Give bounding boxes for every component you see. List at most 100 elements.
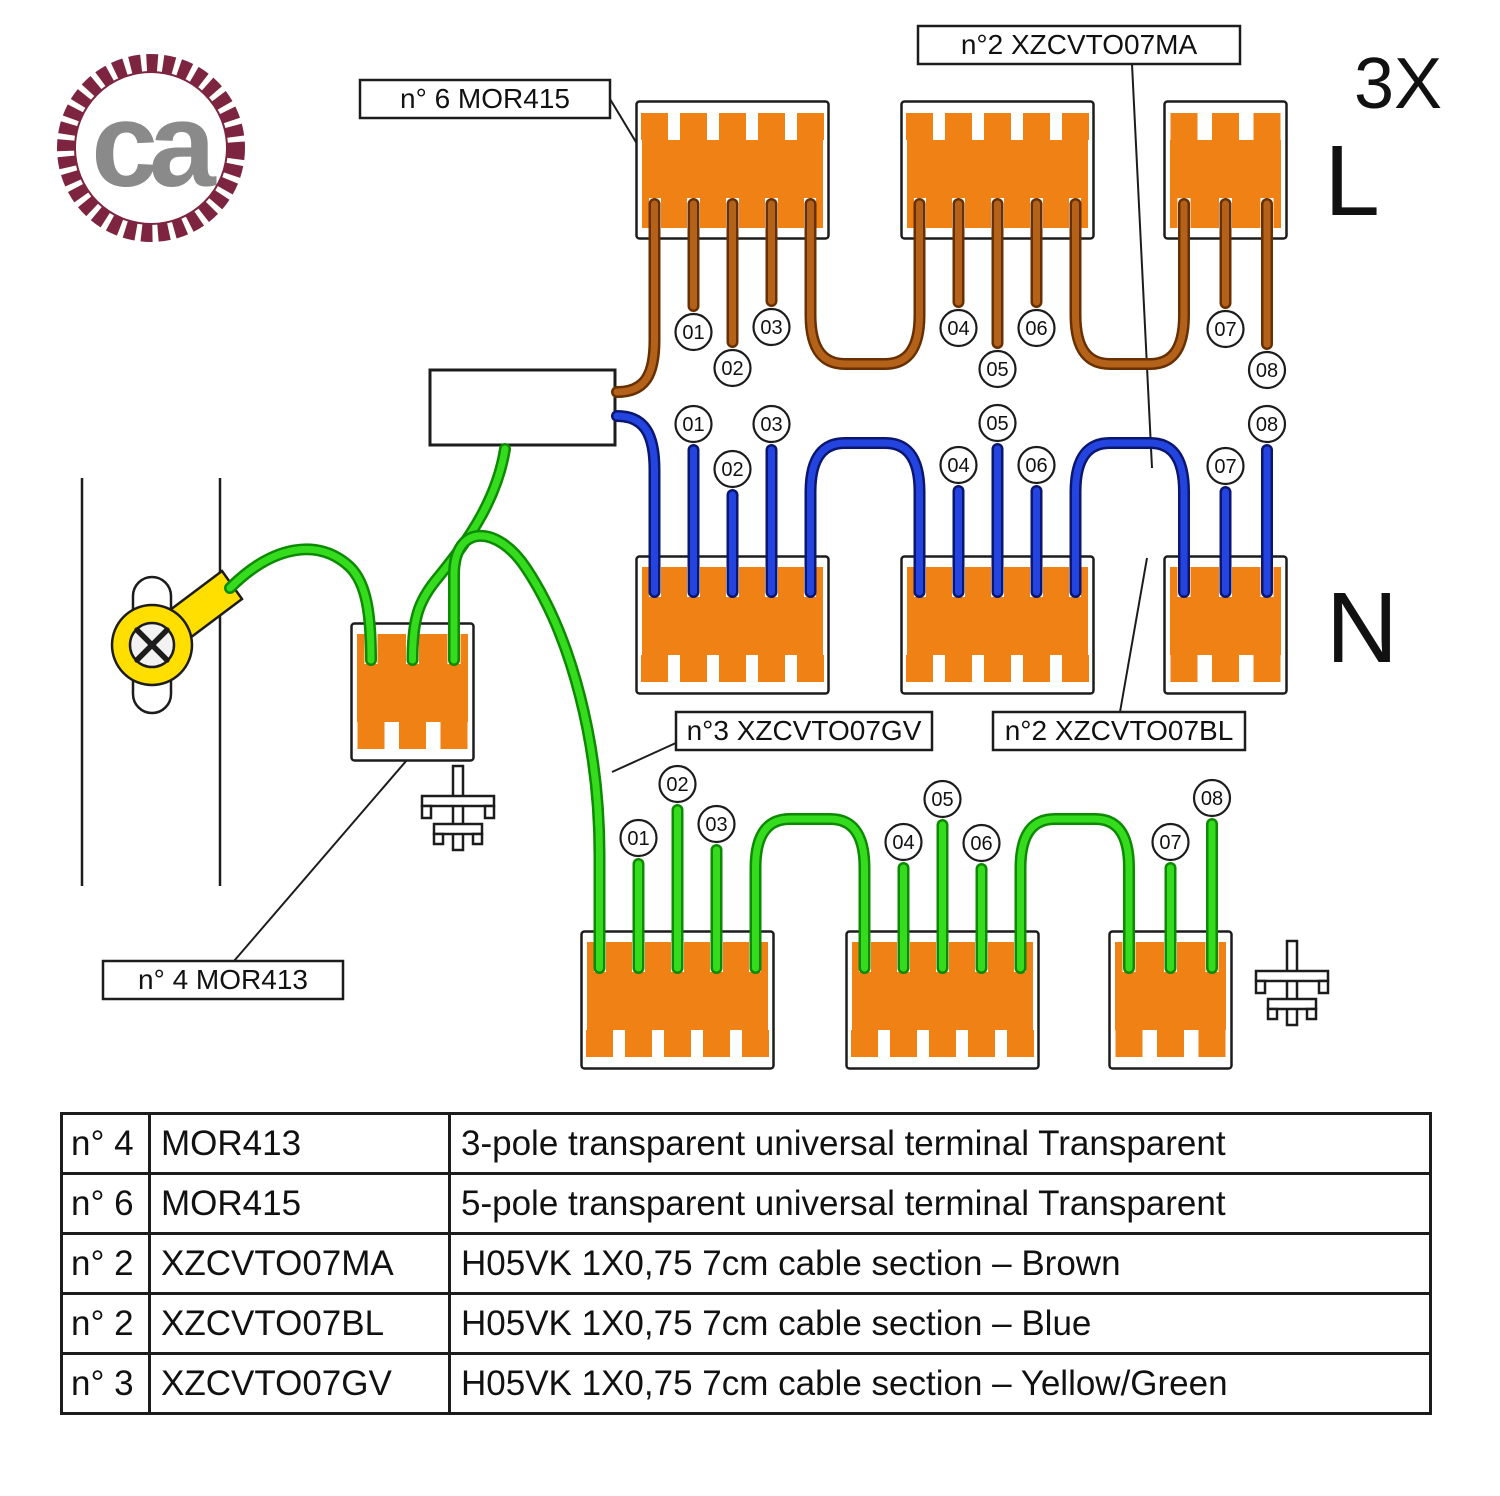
blue-neutral-wires (611, 410, 1273, 598)
svg-text:03: 03 (760, 414, 782, 436)
svg-text:01: 01 (627, 828, 649, 850)
wire-position-badge: 07 (1151, 822, 1190, 862)
part-desc: 5-pole transparent universal terminal Tr… (448, 1172, 1432, 1235)
screw-cross-icon (134, 627, 170, 663)
leader-xzcvto07bl (1119, 557, 1148, 713)
wire-position-badge: 03 (697, 804, 736, 844)
leader-xzcvto07gv (611, 741, 679, 773)
leader-xzcvto07ma (1131, 63, 1153, 469)
wire-position-badge: 07 (1206, 309, 1245, 349)
callout-xzcvto07gv-label: n°3 XZCVTO07GV (687, 715, 922, 746)
part-code: XZCVTO07GV (148, 1352, 451, 1415)
part-desc: H05VK 1X0,75 7cm cable section – Brown (448, 1232, 1432, 1295)
brown-wire-bridge (807, 200, 923, 368)
brown-line-wires (611, 198, 1273, 398)
svg-text:06: 06 (1025, 455, 1047, 477)
wire-position-badge: 04 (884, 822, 923, 862)
wire-position-badge: 01 (674, 404, 713, 444)
logo-inner-disc (74, 71, 228, 225)
table-row: n° 2 XZCVTO07MA H05VK 1X0,75 7cm cable s… (60, 1232, 1432, 1295)
svg-text:08: 08 (1201, 788, 1223, 810)
ground-lug-terminal (110, 569, 244, 687)
wire-position-badge: 06 (962, 823, 1001, 863)
green-wire-bridge (1017, 815, 1133, 972)
svg-text:05: 05 (931, 789, 953, 811)
callout-xzcvto07gv: n°3 XZCVTO07GV (674, 710, 934, 752)
callout-mor413-label: n° 4 MOR413 (138, 964, 308, 995)
junction-box (428, 368, 617, 447)
green-wire-from-lug (226, 545, 375, 664)
green-wire-long-run (450, 532, 603, 972)
callout-xzcvto07ma-label: n°2 XZCVTO07MA (961, 29, 1198, 60)
callout-xzcvto07bl: n°2 XZCVTO07BL (991, 710, 1247, 752)
wire-position-badge: 04 (939, 445, 978, 485)
callout-mor413: n° 4 MOR413 (101, 959, 345, 1001)
part-qty: n° 6 (60, 1172, 151, 1235)
brown-wire-feed (613, 200, 658, 396)
table-row: n° 4 MOR413 3-pole transparent universal… (60, 1112, 1432, 1175)
blue-wire-bridge (807, 439, 923, 596)
part-desc: H05VK 1X0,75 7cm cable section – Yellow/… (448, 1352, 1432, 1415)
part-qty: n° 2 (60, 1292, 151, 1355)
svg-text:06: 06 (970, 833, 992, 855)
svg-text:08: 08 (1256, 360, 1278, 382)
svg-text:02: 02 (666, 774, 688, 796)
svg-text:07: 07 (1214, 456, 1236, 478)
svg-text:07: 07 (1159, 832, 1181, 854)
part-code: XZCVTO07BL (148, 1292, 451, 1355)
part-code: MOR415 (148, 1172, 451, 1235)
part-desc: 3-pole transparent universal terminal Tr… (448, 1112, 1432, 1175)
wire-position-badge: 06 (1017, 308, 1056, 348)
svg-text:04: 04 (947, 318, 969, 340)
terminal-connectors (350, 100, 1288, 1070)
earth-ground-icon (420, 764, 496, 852)
table-row: n° 3 XZCVTO07GV H05VK 1X0,75 7cm cable s… (60, 1352, 1432, 1415)
earth-ground-icon (1254, 939, 1330, 1027)
wire-position-badge: 02 (713, 449, 752, 489)
part-qty: n° 4 (60, 1112, 151, 1175)
wire-position-badge: 03 (752, 404, 791, 444)
brown-wire-bridge (1072, 200, 1188, 368)
svg-text:02: 02 (721, 459, 743, 481)
part-code: XZCVTO07MA (148, 1232, 451, 1295)
svg-text:03: 03 (705, 814, 727, 836)
leader-mor413 (233, 752, 414, 962)
wire-position-badge: 03 (752, 307, 791, 347)
svg-text:04: 04 (892, 832, 914, 854)
label-neutral-N: N (1326, 572, 1398, 684)
blue-wire-bridge (1072, 439, 1188, 596)
svg-text:06: 06 (1025, 318, 1047, 340)
table-row: n° 6 MOR415 5-pole transparent universal… (60, 1172, 1432, 1235)
badges-line-row: 01 02 03 04 05 06 07 08 (674, 307, 1287, 390)
callout-xzcvto07bl-label: n°2 XZCVTO07BL (1005, 715, 1234, 746)
callout-xzcvto07ma: n°2 XZCVTO07MA (916, 24, 1242, 66)
badges-neutral-row: 01 02 03 04 05 06 07 08 (674, 403, 1287, 489)
logo-text: ca (91, 78, 217, 212)
wiring-diagram: ca (57, 24, 1442, 1070)
part-qty: n° 3 (60, 1352, 151, 1415)
wire-position-badge: 07 (1206, 446, 1245, 486)
label-3x: 3X (1354, 44, 1442, 124)
badges-earth-row: 01 02 03 04 05 06 07 08 (619, 764, 1232, 863)
svg-text:04: 04 (947, 455, 969, 477)
svg-text:01: 01 (682, 322, 704, 344)
wire-position-badge: 08 (1247, 404, 1287, 444)
callout-mor415: n° 6 MOR415 (358, 78, 612, 120)
wire-position-badge: 02 (658, 764, 697, 804)
table-row: n° 2 XZCVTO07BL H05VK 1X0,75 7cm cable s… (60, 1292, 1432, 1355)
wire-position-badge: 08 (1192, 778, 1232, 818)
green-wire-from-box (409, 445, 509, 664)
wire-position-badge: 08 (1247, 350, 1287, 390)
wire-position-badge: 04 (939, 308, 978, 348)
blue-wire-feed (613, 412, 658, 596)
part-desc: H05VK 1X0,75 7cm cable section – Blue (448, 1292, 1432, 1355)
part-qty: n° 2 (60, 1232, 151, 1295)
wire-position-badge: 02 (713, 348, 752, 388)
wire-position-badge: 01 (619, 818, 658, 858)
callout-leader-lines (233, 63, 1153, 962)
logo-rope-ring (57, 54, 245, 242)
svg-text:07: 07 (1214, 319, 1236, 341)
callout-mor415-label: n° 6 MOR415 (400, 83, 570, 114)
svg-text:03: 03 (760, 317, 782, 339)
label-line-L: L (1324, 125, 1380, 237)
